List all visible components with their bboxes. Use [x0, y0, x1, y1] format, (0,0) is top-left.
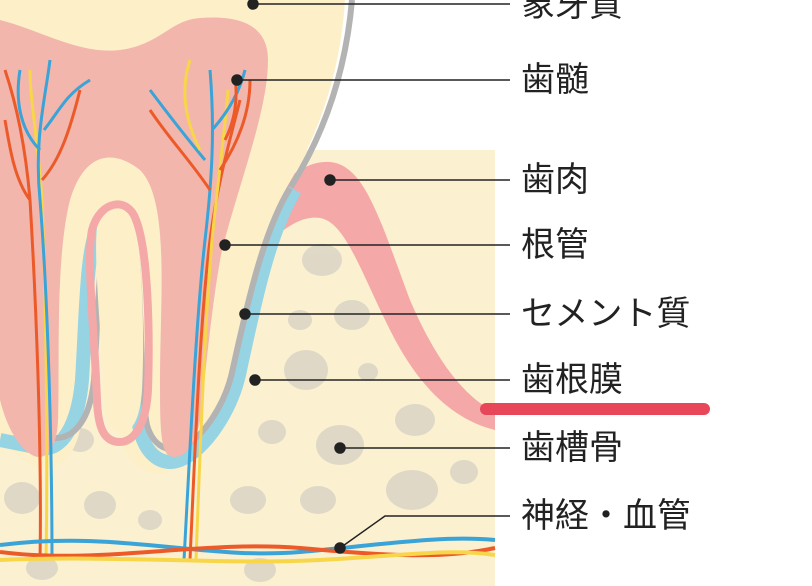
pulp-nerves	[3, 59, 252, 561]
leader-alveolar-bone	[334, 442, 510, 454]
leader-nerve-vessel	[334, 515, 510, 554]
leader-enamel	[247, 0, 510, 10]
leader-periodontal-ligament	[249, 374, 510, 386]
bone-spots	[4, 244, 478, 582]
label-nerve-vessel: 神経・血管	[521, 496, 691, 536]
label-pulp: 歯髄	[521, 60, 589, 100]
label-cementum: セメント質	[521, 294, 691, 334]
label-root-canal: 根管	[521, 225, 589, 265]
label-periodontal-ligament: 歯根膜	[521, 360, 623, 400]
leader-lines	[219, 0, 510, 554]
label-gum: 歯肉	[521, 160, 589, 200]
pulp-inner-dentin	[96, 203, 144, 432]
leader-root-canal	[219, 239, 510, 251]
nerve-vessel-bundle	[0, 536, 496, 564]
leader-cementum	[239, 308, 510, 320]
label-enamel: 象牙質	[521, 0, 623, 25]
label-alveolar-bone: 歯槽骨	[521, 428, 623, 468]
inner-root-lining	[85, 200, 153, 447]
leader-gum	[324, 174, 510, 186]
leader-pulp	[231, 74, 510, 86]
